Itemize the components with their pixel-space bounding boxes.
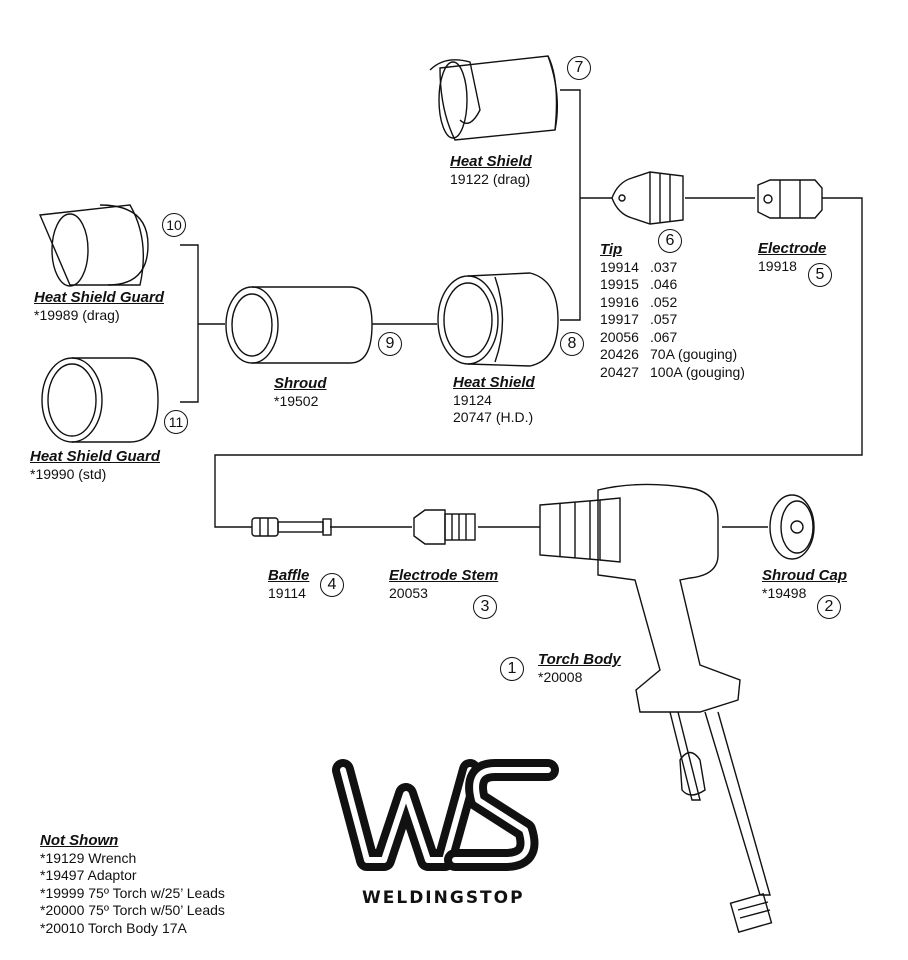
heat-shield-guard-std-label: Heat Shield Guard *19990 (std) — [30, 448, 160, 483]
shroud-cap-part — [769, 494, 815, 560]
heat-shield-label: Heat Shield 19124 20747 (H.D.) — [453, 374, 535, 427]
tip-pn: 20426 — [600, 346, 639, 362]
weldingstop-wordmark: WELDINGSTOP — [362, 888, 525, 908]
not-shown-item: *19999 75º Torch w/25’ Leads — [40, 884, 225, 901]
heat-shield-guard-drag-label: Heat Shield Guard *19989 (drag) — [34, 289, 164, 324]
heat-shield-guard-std-pn: *19990 (std) — [30, 465, 107, 482]
shroud-cap-title: Shroud Cap — [762, 567, 847, 584]
not-shown-list: Not Shown *19129 Wrench *19497 Adaptor *… — [40, 832, 225, 937]
electrode-title: Electrode — [758, 240, 827, 257]
tip-table: 19914.037 19915.046 19916.052 19917.057 … — [600, 259, 745, 382]
tip-desc: .037 — [650, 258, 678, 275]
tip-pn: 19914 — [600, 258, 639, 275]
heat-shield-drag-pn: 19122 (drag) — [450, 170, 531, 187]
tip-title: Tip — [600, 241, 623, 258]
electrode-stem-label: Electrode Stem 20053 — [389, 567, 498, 602]
callout-11: 11 — [164, 410, 188, 434]
callout-1: 1 — [500, 657, 524, 681]
heat-shield-guard-std-title: Heat Shield Guard — [30, 448, 161, 465]
tip-pn: 20056 — [600, 328, 639, 345]
tip-desc: 100A (gouging) — [650, 363, 745, 380]
torch-body-part — [539, 483, 773, 933]
baffle-pn: 19114 — [268, 584, 306, 601]
callout-8: 8 — [560, 332, 584, 356]
heat-shield-guard-drag-title: Heat Shield Guard — [34, 289, 165, 306]
heat-shield-guard-drag-pn: *19989 (drag) — [34, 306, 120, 323]
not-shown-item: *19497 Adaptor — [40, 867, 137, 883]
electrode-stem-pn: 20053 — [389, 584, 428, 601]
baffle-title: Baffle — [268, 567, 310, 584]
heat-shield-drag-title: Heat Shield — [450, 153, 532, 170]
shroud-part — [225, 286, 373, 364]
not-shown-item: *20010 Torch Body 17A — [40, 919, 187, 936]
heat-shield-drag-label: Heat Shield 19122 (drag) — [450, 153, 532, 188]
callout-6: 6 — [658, 229, 682, 253]
tip-desc: .046 — [650, 276, 678, 292]
tip-desc: 70A (gouging) — [650, 346, 738, 362]
shroud-label: Shroud *19502 — [274, 375, 327, 410]
tip-desc: .057 — [650, 311, 678, 327]
heat-shield-drag-part — [429, 55, 559, 141]
heat-shield-guard-drag-part — [38, 204, 149, 287]
not-shown-item: *20000 75º Torch w/50’ Leads — [40, 902, 225, 918]
not-shown-item: *19129 Wrench — [40, 849, 137, 866]
callout-2: 2 — [817, 595, 841, 619]
baffle-part — [251, 517, 332, 537]
electrode-label: Electrode 19918 — [758, 240, 826, 275]
torch-body-label: Torch Body *20008 — [538, 651, 621, 686]
callout-9: 9 — [378, 332, 402, 356]
torch-body-title: Torch Body — [538, 651, 621, 668]
shroud-cap-pn: *19498 — [762, 584, 807, 601]
heat-shield-pn-2: 20747 (H.D.) — [453, 409, 534, 425]
heat-shield-part — [437, 272, 559, 367]
electrode-part — [757, 179, 823, 219]
electrode-stem-part — [413, 509, 476, 545]
tip-part — [611, 171, 684, 225]
electrode-pn: 19918 — [758, 257, 797, 274]
heat-shield-guard-std-part — [41, 357, 159, 443]
ws-logo-monogram — [332, 759, 559, 871]
tip-pn: 19916 — [600, 293, 639, 310]
tip-desc: .052 — [650, 293, 678, 310]
torch-body-pn: *20008 — [538, 668, 583, 685]
callout-3: 3 — [473, 595, 497, 619]
tip-pn: 19917 — [600, 311, 639, 327]
callout-10: 10 — [162, 213, 186, 237]
tip-label: Tip 19914 .037 19915 .046 19916 .052 19917.… — [600, 241, 745, 381]
shroud-cap-label: Shroud Cap *19498 — [762, 567, 847, 602]
callout-5: 5 — [808, 263, 832, 287]
shroud-pn: *19502 — [274, 392, 319, 409]
tip-desc: .067 — [650, 328, 678, 345]
baffle-label: Baffle 19114 — [268, 567, 309, 602]
tip-pn: 19915 — [600, 276, 639, 292]
tip-pn: 20427 — [600, 363, 639, 380]
callout-4: 4 — [320, 573, 344, 597]
electrode-stem-title: Electrode Stem — [389, 567, 499, 584]
heat-shield-pn-1: 19124 — [453, 391, 492, 408]
shroud-title: Shroud — [274, 375, 327, 392]
heat-shield-title: Heat Shield — [453, 374, 535, 391]
connector-lines — [180, 89, 863, 528]
not-shown-title: Not Shown — [40, 832, 119, 849]
callout-7: 7 — [567, 56, 591, 80]
